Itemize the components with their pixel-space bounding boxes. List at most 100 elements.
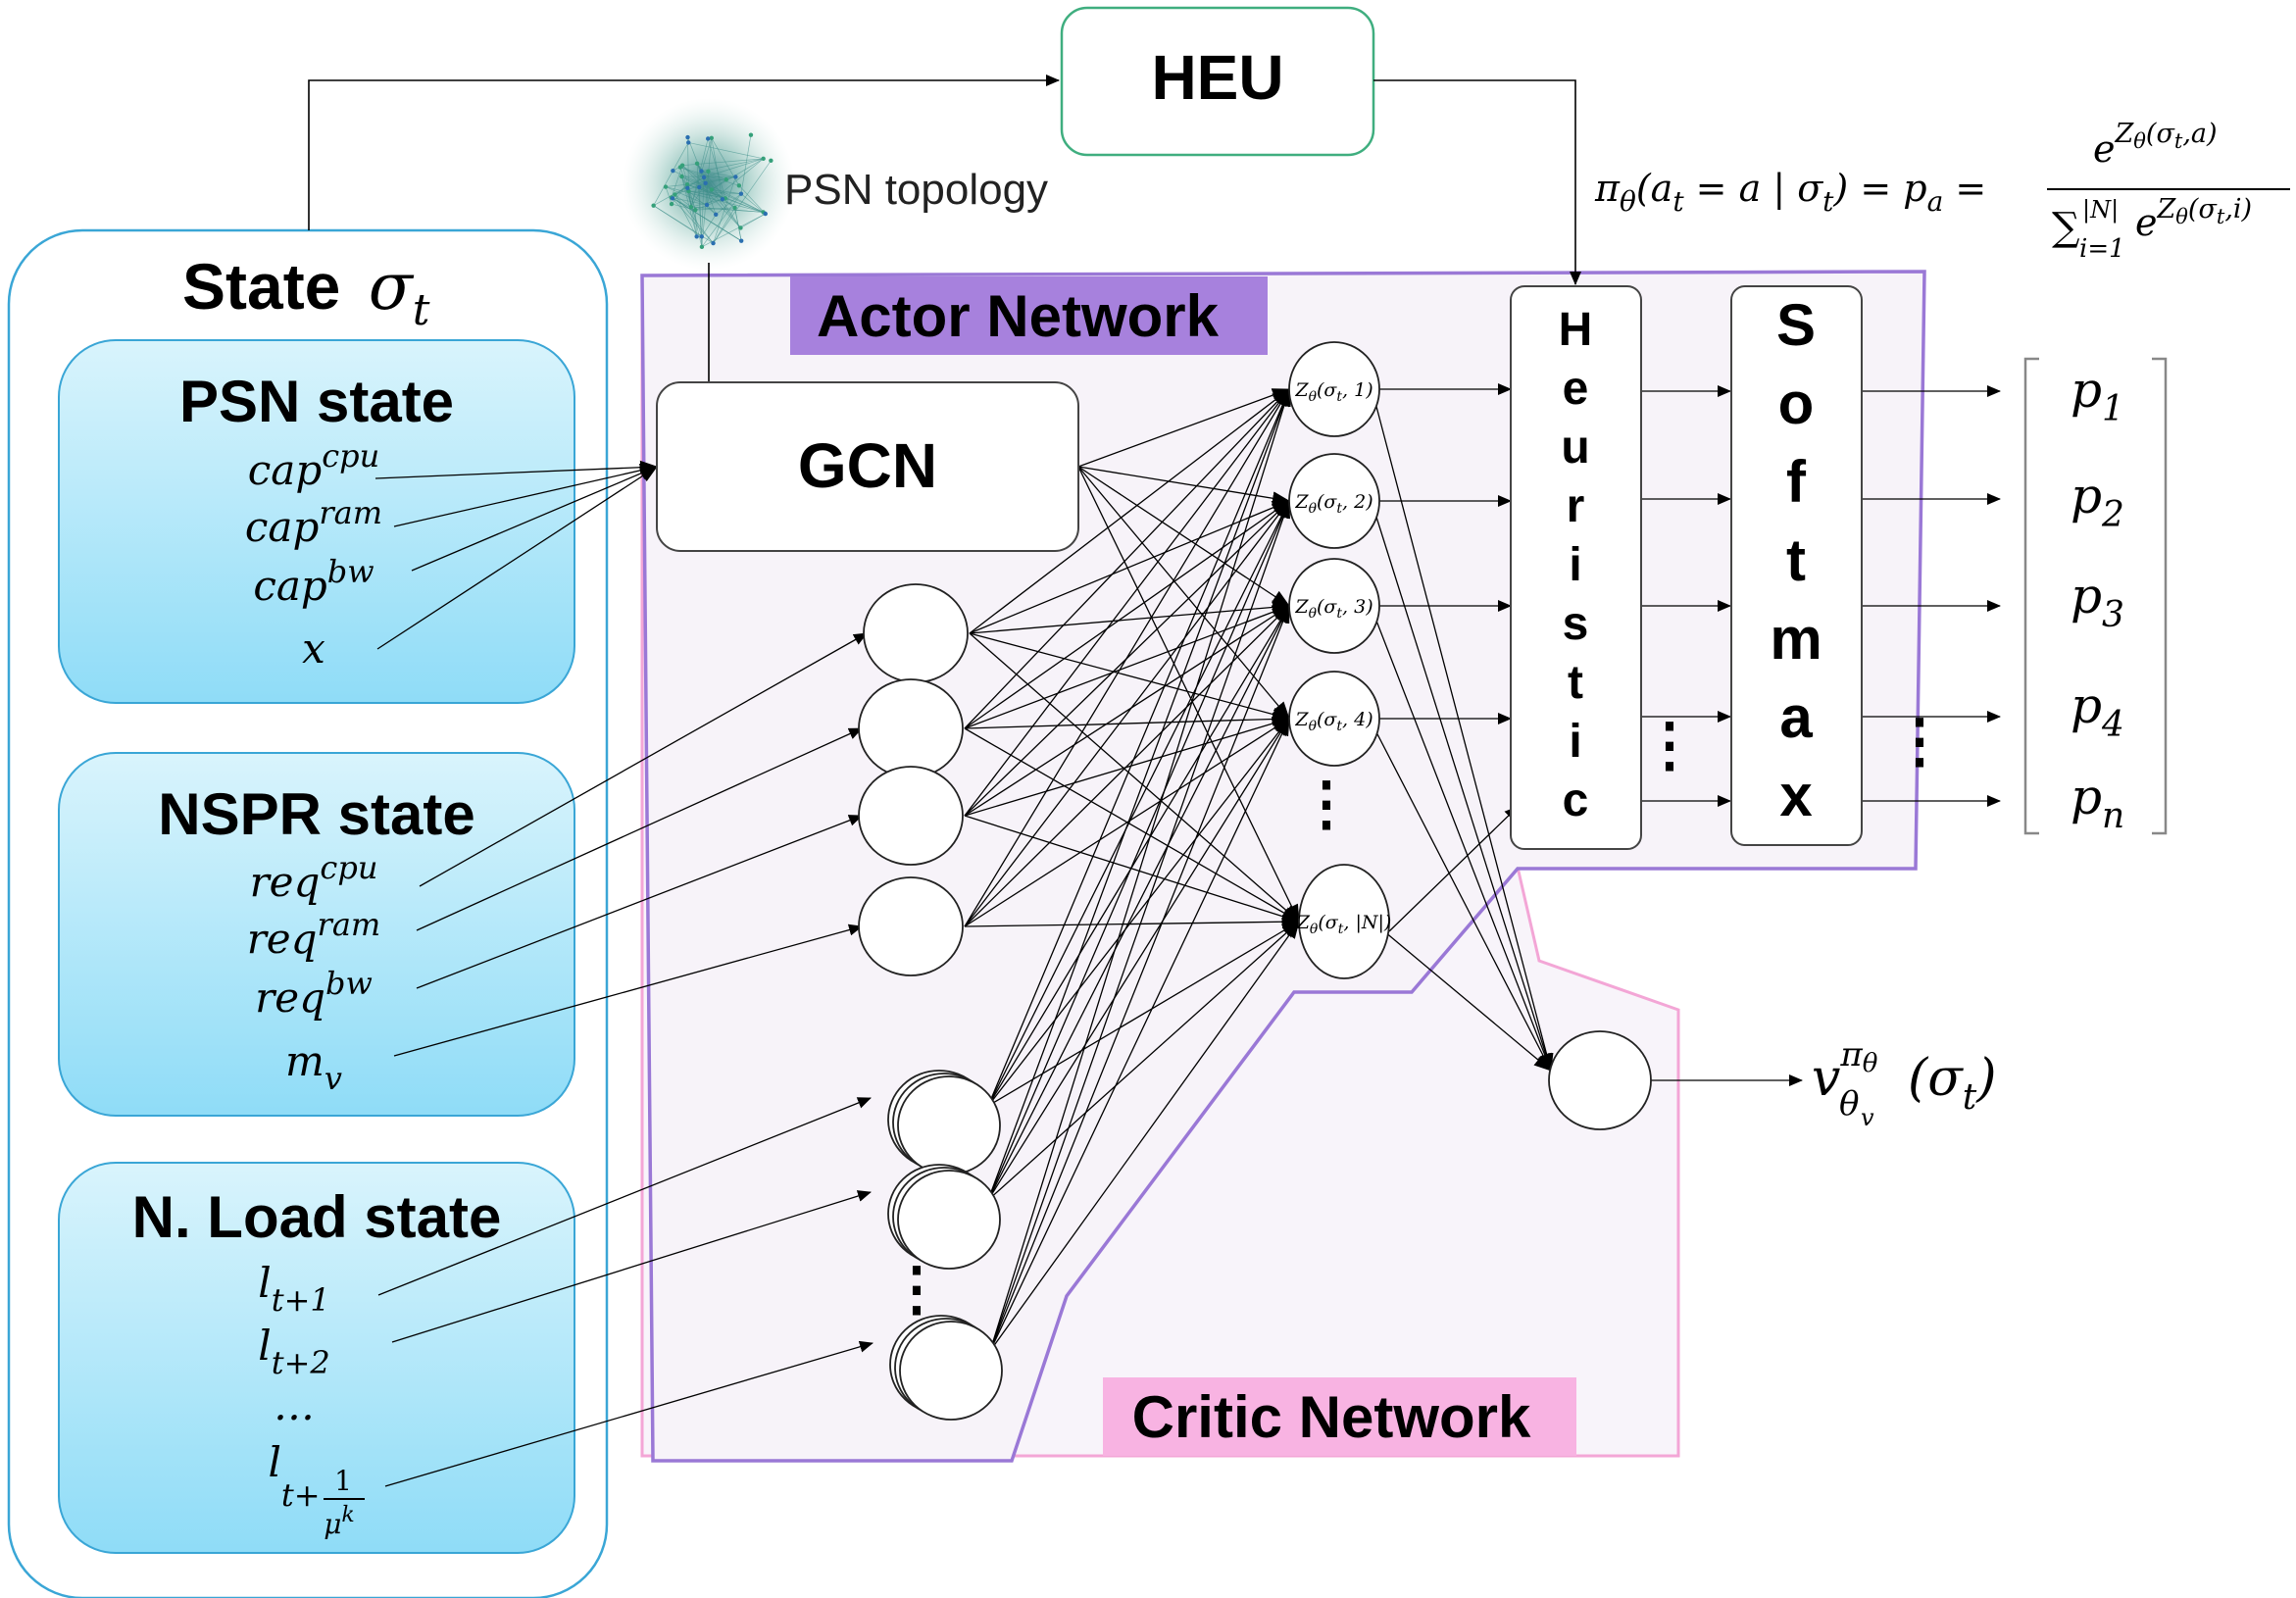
psn-topology-label: PSN topology xyxy=(784,166,1048,214)
topology-edge xyxy=(674,194,714,244)
hidden-to-output-edge xyxy=(964,388,1290,817)
topology-node xyxy=(769,158,774,163)
network-connections xyxy=(374,383,2001,1487)
hidden-to-output-edge xyxy=(969,632,1290,722)
topology-node xyxy=(679,174,684,179)
topology-edge xyxy=(711,189,741,195)
topology-edge xyxy=(653,142,689,206)
softmax-letter: o xyxy=(1778,371,1815,436)
topology-edge xyxy=(673,170,764,213)
load-state-item: … xyxy=(274,1381,315,1429)
formula-denominator-exp: eZθ(σt,i) xyxy=(2135,194,2252,244)
hidden-to-output-edge xyxy=(989,605,1290,1352)
network-nodes: Zθ(σt, 1)Zθ(σt, 2)Zθ(σt, 3)Zθ(σt, 4)Zθ(σ… xyxy=(858,341,1949,1421)
fraction-numerator: 1 xyxy=(334,1465,352,1497)
nspr-state-item: mv xyxy=(285,1037,342,1097)
topology-node xyxy=(736,183,742,188)
topology-edge xyxy=(701,137,713,247)
z-to-heuristic-edge xyxy=(1388,806,1519,932)
hidden-to-output-edge xyxy=(964,915,1300,929)
policy-logit-node xyxy=(1288,341,1380,437)
topology-edge xyxy=(690,138,709,208)
heuristic-letter: i xyxy=(1569,539,1581,591)
value-function-subsub: v xyxy=(1861,1104,1874,1131)
hidden-to-output-edge xyxy=(989,500,1290,1352)
hidden-to-output-edge xyxy=(987,388,1290,1107)
policy-logit-label: Zθ(σt, 3) xyxy=(1294,596,1373,622)
hidden-to-output-edge xyxy=(987,605,1290,1201)
nspr-state-title: NSPR state xyxy=(158,781,474,847)
topology-edge xyxy=(696,163,703,247)
heuristic-letter: s xyxy=(1563,598,1589,650)
topology-edge xyxy=(679,167,705,178)
topology-edge xyxy=(713,176,736,244)
output-probability: p1 xyxy=(2071,362,2124,429)
topology-node xyxy=(694,234,699,239)
hidden-node xyxy=(858,766,964,866)
value-function-args: (σt) xyxy=(1908,1049,1997,1118)
hidden-node xyxy=(863,583,969,683)
hidden-to-output-edge xyxy=(987,605,1290,1107)
topology-edge xyxy=(688,190,741,195)
formula-sum-lower: i=1 xyxy=(2079,234,2125,264)
policy-formula: πθ(at = a | σt) = pa =eZθ(σt,a)∑|N|i=1eZ… xyxy=(1594,119,2290,264)
topology-edge xyxy=(671,183,688,205)
topology-edge xyxy=(674,182,706,195)
topology-node xyxy=(671,168,675,174)
hidden-to-output-edge xyxy=(987,718,1290,1107)
formula-denominator: ∑ xyxy=(2052,205,2080,250)
topology-node xyxy=(709,135,714,140)
input-to-hidden-edge xyxy=(393,924,863,1057)
heuristic-letter: H xyxy=(1559,304,1593,356)
topology-edge xyxy=(701,158,764,172)
topology-edge xyxy=(653,205,702,237)
formula-sum-upper: |N| xyxy=(2082,196,2119,225)
input-to-gcn-edge xyxy=(376,466,658,650)
hidden-to-output-edge xyxy=(964,605,1290,927)
heuristic-letter: r xyxy=(1567,480,1585,532)
output-probability: p3 xyxy=(2071,568,2124,635)
hidden-to-output-edge xyxy=(987,500,1290,1201)
policy-logit-node xyxy=(1288,558,1380,654)
topology-node xyxy=(720,196,725,202)
load-state-item: lt+2 xyxy=(258,1322,329,1381)
softmax-letter: x xyxy=(1779,763,1812,828)
load-state-item: lt+1 xyxy=(258,1259,329,1319)
topology-node xyxy=(732,205,737,211)
softmax-box xyxy=(1730,285,1863,846)
policy-logit-label: Zθ(σt, 1) xyxy=(1294,379,1373,405)
gcn-label: GCN xyxy=(798,430,937,501)
topology-edge xyxy=(671,197,742,241)
hidden-to-output-edge xyxy=(969,500,1290,634)
hidden-to-output-edge xyxy=(987,388,1290,1201)
value-function: vπθ xyxy=(1812,1035,1878,1108)
topology-edge xyxy=(696,163,706,184)
topology-edge xyxy=(738,185,767,215)
topology-edge xyxy=(688,190,698,237)
topology-node xyxy=(651,203,656,208)
topology-edge xyxy=(703,158,764,178)
gcn-box xyxy=(656,381,1079,552)
topology-edge xyxy=(653,176,705,206)
hidden-to-output-edge xyxy=(1077,388,1290,468)
hidden-to-output-edge xyxy=(964,500,1290,927)
hidden-to-output-edge xyxy=(987,921,1300,1107)
formula-lhs: πθ(at = a | σt) = pa = xyxy=(1594,167,1986,218)
hidden-to-output-edge xyxy=(964,388,1290,729)
hidden-to-output-edge xyxy=(989,388,1291,1352)
topology-edge xyxy=(681,175,712,190)
topology-node xyxy=(761,156,766,162)
topology-edge xyxy=(711,137,724,200)
topology-edge xyxy=(688,190,717,216)
vertical-ellipsis: ⋮ xyxy=(1297,771,1356,836)
topology-node xyxy=(714,212,719,217)
psn-state-title: PSN state xyxy=(179,369,454,434)
topology-edge xyxy=(706,204,717,216)
hidden-to-output-edge xyxy=(964,717,1290,817)
policy-logit-label: Zθ(σt, 4) xyxy=(1294,709,1373,734)
state-to-heu-arrow xyxy=(308,75,1060,230)
